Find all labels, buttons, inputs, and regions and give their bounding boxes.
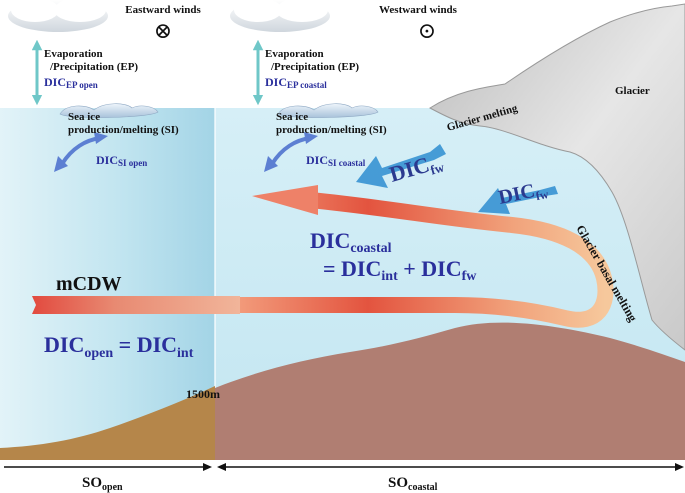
fw-arrow-upper	[356, 144, 446, 188]
cloud-coastal	[230, 0, 330, 32]
glacier-shape	[429, 3, 685, 351]
wind-out-of-page-icon: ⊙	[418, 18, 436, 43]
open-seabed	[0, 386, 215, 460]
sea-ice-open	[59, 103, 159, 118]
mcdw-label: mCDW	[56, 273, 122, 295]
ep-coastal-line2: /Precipitation (EP)	[270, 61, 359, 73]
dic-si-open: DICSI open	[96, 153, 147, 168]
dic-fw-lower: DICfw	[496, 177, 550, 211]
si-coastal-line1: Sea ice	[276, 111, 308, 123]
region-coastal-label: SOcoastal	[388, 475, 438, 493]
open-ocean	[0, 108, 215, 460]
region-open-label: SOopen	[82, 475, 123, 493]
dic-si-coastal: DICSI coastal	[306, 153, 366, 168]
cloud-open	[8, 0, 108, 32]
sea-ice-coastal	[277, 103, 379, 118]
fw-arrow-lower	[478, 186, 558, 214]
si-arrow-open	[54, 132, 108, 172]
dic-coastal-line1: DICcoastal	[310, 228, 392, 256]
dic-open-equation: DICopen = DICint	[44, 332, 194, 361]
circulation-loop	[240, 192, 614, 328]
ep-open-line1: Evaporation	[44, 48, 103, 60]
eastward-winds-label: Eastward winds	[125, 4, 201, 16]
si-coastal-line2: production/melting (SI)	[276, 124, 387, 136]
ep-open-line2: /Precipitation (EP)	[49, 61, 138, 73]
region-axis	[4, 463, 684, 471]
dic-coastal-line2: = DICint + DICfw	[323, 256, 477, 284]
coastal-seabed	[215, 322, 685, 460]
circulation-arrowhead	[252, 185, 318, 215]
dic-ep-open: DICEP open	[44, 75, 98, 90]
ep-coastal-line1: Evaporation	[265, 48, 324, 60]
glacier-label: Glacier	[615, 85, 650, 97]
si-open-line1: Sea ice	[68, 111, 100, 123]
si-open-line2: production/melting (SI)	[68, 124, 179, 136]
wind-into-page-icon: ⊗	[154, 18, 172, 43]
depth-label: 1500m	[186, 387, 220, 401]
dic-ep-coastal: DICEP coastal	[265, 75, 327, 90]
westward-winds-label: Westward winds	[379, 4, 458, 16]
mcdw-inflow	[32, 296, 240, 314]
si-arrow-coastal	[264, 132, 318, 172]
